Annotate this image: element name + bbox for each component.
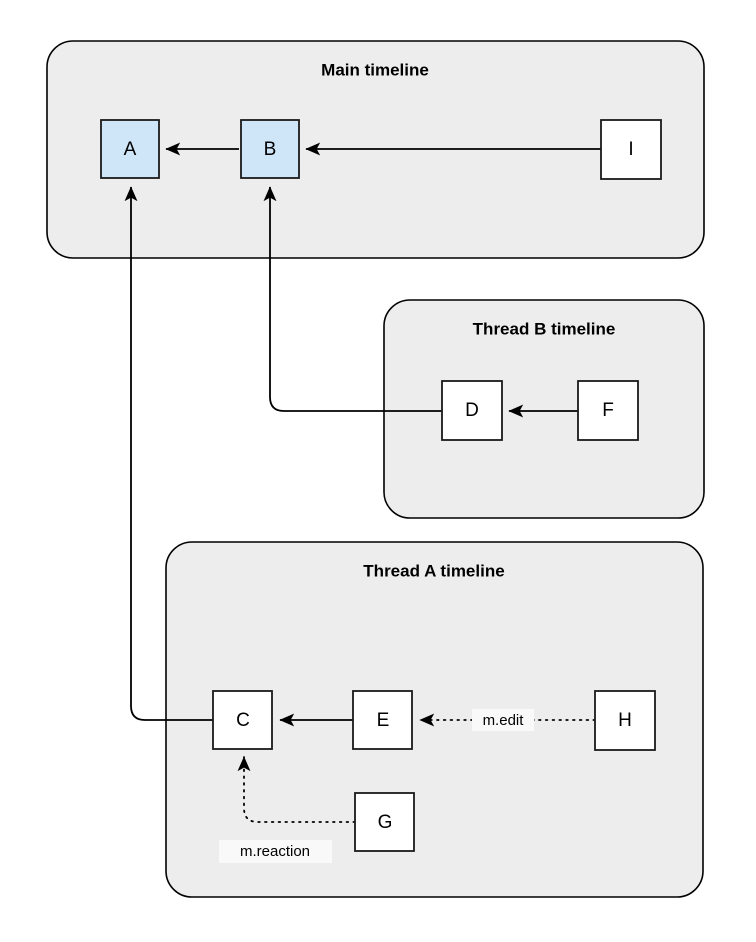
node-D-label: D: [465, 400, 479, 421]
edge-G-to-C-label: m.reaction: [240, 843, 310, 860]
edge-D-to-B-line: [263, 186, 442, 412]
edge-G-to-C: m.reaction: [219, 756, 356, 863]
node-A-box: [100, 119, 160, 179]
group-main-timeline-title: Main timeline: [321, 60, 429, 79]
node-F-box: [577, 380, 639, 441]
edge-G-to-C-label-bg: [219, 840, 332, 863]
group-thread-b-timeline[interactable]: Thread B timeline: [383, 299, 705, 519]
node-A[interactable]: A: [100, 119, 160, 179]
node-D[interactable]: D: [441, 380, 503, 441]
group-thread-b-timeline-box: [383, 299, 705, 519]
node-D-box: [441, 380, 503, 441]
node-E-label: E: [377, 710, 390, 731]
node-E[interactable]: E: [352, 690, 413, 750]
node-B-label: B: [264, 139, 277, 160]
node-G-label: G: [378, 812, 393, 833]
group-thread-b-timeline-title: Thread B timeline: [473, 319, 616, 338]
edge-D-to-B: [263, 186, 442, 412]
node-H[interactable]: H: [594, 690, 656, 751]
group-thread-a-timeline[interactable]: Thread A timeline: [165, 541, 704, 898]
node-H-label: H: [618, 710, 632, 731]
node-F[interactable]: F: [577, 380, 639, 441]
node-H-box: [594, 690, 656, 751]
node-G[interactable]: G: [354, 792, 415, 852]
edge-H-to-E: m.edit: [419, 709, 596, 731]
node-G-box: [354, 792, 415, 852]
node-A-label: A: [124, 139, 137, 160]
node-I-label: I: [628, 139, 633, 160]
edge-H-to-E-label: m.edit: [483, 712, 525, 729]
node-B[interactable]: B: [240, 119, 300, 179]
edge-C-to-A: [124, 186, 213, 721]
edge-C-to-A-line: [124, 186, 213, 721]
edge-G-to-C-line: [237, 756, 356, 823]
node-F-label: F: [602, 400, 614, 421]
group-thread-a-timeline-title: Thread A timeline: [363, 561, 504, 580]
node-C-box: [212, 690, 273, 750]
edge-H-to-E-label-bg: [472, 709, 534, 731]
node-C-label: C: [236, 710, 250, 731]
node-C[interactable]: C: [212, 690, 273, 750]
node-B-box: [240, 119, 300, 179]
node-I-box: [600, 119, 662, 180]
node-E-box: [352, 690, 413, 750]
node-I[interactable]: I: [600, 119, 662, 180]
